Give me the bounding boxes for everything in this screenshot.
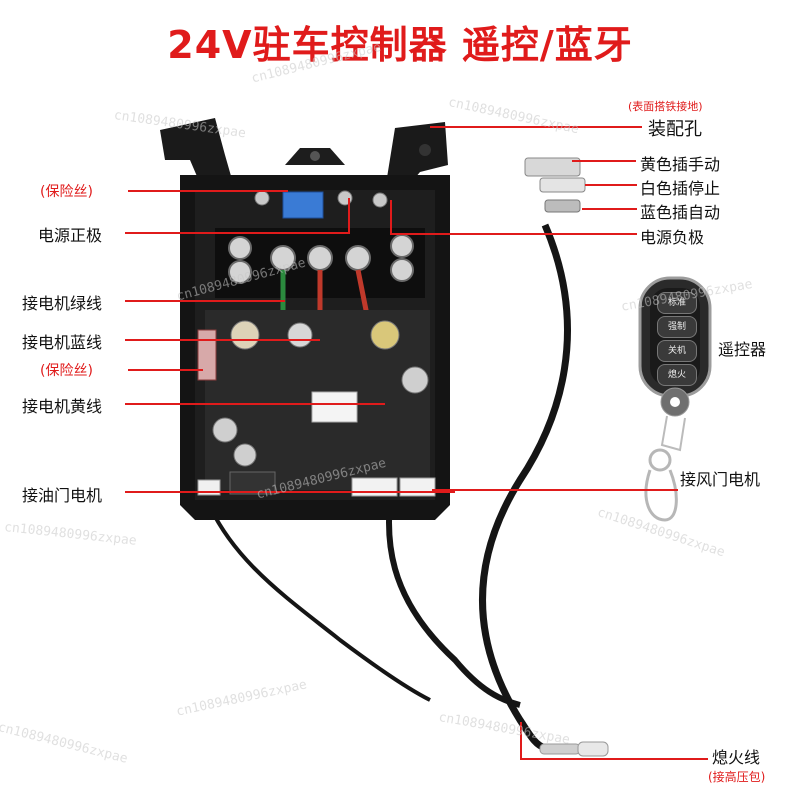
remote-button-flameout: 熄火 (657, 364, 697, 386)
fan-wire-cable (385, 469, 521, 708)
label-white-stop: 白色插停止 (640, 179, 721, 198)
oil-wire-cable (203, 494, 431, 702)
leader-blue-auto (582, 208, 637, 210)
label-remote: 遥控器 (718, 340, 767, 359)
label-high-voltage-pack: (接高压包) (708, 770, 766, 784)
leader-white-stop (585, 184, 637, 186)
label-motor-yellow: 接电机黄线 (22, 397, 103, 416)
leader-motor-yellow (125, 403, 385, 405)
label-ignition-wire: 熄火线 (712, 748, 761, 767)
leader-fuse-top (128, 190, 288, 192)
leader-motor-blue (125, 339, 320, 341)
remote-button-off: 关机 (657, 340, 697, 362)
leader-motor-green (125, 300, 285, 302)
leader-fan-motor (432, 489, 678, 491)
leader-power-negative (392, 233, 637, 235)
label-surface-ground: (表面搭铁接地) (628, 100, 703, 113)
blue-spade-terminal (544, 199, 581, 213)
leader-yellow-manual (572, 160, 636, 162)
top-fuse (282, 191, 324, 219)
label-fan-motor: 接风门电机 (680, 470, 761, 489)
yellow-spade-terminal (524, 157, 581, 177)
fan-connector-a (351, 477, 398, 497)
label-motor-blue: 接电机蓝线 (22, 333, 103, 352)
capacitors (212, 320, 429, 467)
leader-mount-hole (430, 126, 642, 128)
leader-fuse-mid (128, 369, 203, 371)
pcb-label (311, 391, 358, 423)
right-mount-bracket (385, 122, 448, 190)
white-spade-terminal (539, 177, 586, 193)
label-mount-hole: 装配孔 (648, 119, 702, 140)
page-title: 24V驻车控制器 遥控/蓝牙 (167, 23, 633, 67)
side-fuse (197, 329, 217, 381)
leader-oil-pump-motor (125, 491, 455, 493)
label-oil-pump-motor: 接油门电机 (22, 486, 103, 505)
remote-button-force: 强制 (657, 316, 697, 338)
label-fuse-top: (保险丝) (40, 184, 93, 200)
label-power-positive: 电源正极 (38, 226, 103, 245)
label-yellow-manual: 黄色插手动 (640, 155, 721, 174)
leader-ignition-wire (522, 758, 708, 760)
label-blue-auto: 蓝色插自动 (640, 203, 721, 222)
label-motor-green: 接电机绿线 (22, 294, 103, 313)
ignition-wire-cable (479, 223, 571, 752)
label-power-negative: 电源负极 (640, 228, 705, 247)
fan-connector-b (399, 477, 436, 497)
leader-power-positive (125, 232, 350, 234)
remote-button-standard: 标准 (657, 292, 697, 314)
label-fuse-mid: (保险丝) (40, 363, 93, 379)
